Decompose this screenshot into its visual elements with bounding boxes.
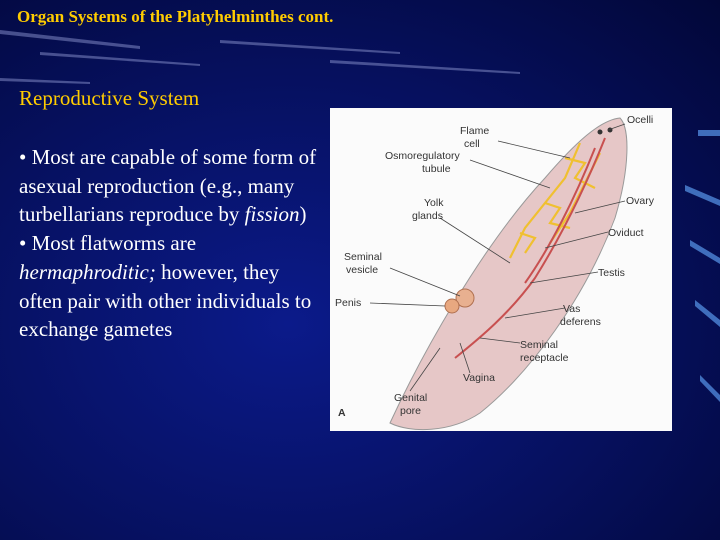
panel-letter: A bbox=[338, 407, 346, 419]
bullet-text: • Most are capable of some form of asexu… bbox=[19, 145, 317, 227]
label-vas-2: deferens bbox=[560, 316, 601, 328]
label-flame-cell: Flame bbox=[460, 125, 489, 137]
label-yolk-2: glands bbox=[412, 210, 443, 222]
label-seminal-vesicle: Seminal bbox=[344, 251, 382, 263]
bullet-text-tail: ) bbox=[299, 202, 307, 227]
slide-title: Organ Systems of the Platyhelminthes con… bbox=[17, 7, 334, 26]
label-seminal-vesicle-2: vesicle bbox=[346, 264, 378, 276]
label-testis: Testis bbox=[598, 267, 625, 279]
penis-shape bbox=[444, 298, 460, 314]
section-heading: Reproductive System bbox=[19, 86, 200, 110]
label-osmoregulatory-2: tubule bbox=[422, 163, 451, 175]
bullet-item: • Most are capable of some form of asexu… bbox=[19, 143, 319, 229]
label-vas: Vas bbox=[563, 303, 580, 315]
label-oviduct: Oviduct bbox=[608, 227, 644, 239]
label-yolk: Yolk bbox=[424, 197, 444, 209]
label-ovary: Ovary bbox=[626, 195, 655, 207]
bullet-emphasis: hermaphroditic; bbox=[19, 259, 156, 284]
reproductive-organs bbox=[454, 137, 606, 359]
bullet-list: • Most are capable of some form of asexu… bbox=[19, 143, 319, 344]
label-penis: Penis bbox=[335, 297, 361, 309]
label-receptacle-2: receptacle bbox=[520, 352, 569, 364]
worm-body bbox=[389, 117, 628, 431]
bullet-item: • Most flatworms are hermaphroditic; how… bbox=[19, 229, 319, 344]
label-genital-pore-2: pore bbox=[400, 405, 421, 417]
flatworm-diagram: Ocelli Flame cell Osmoregulatory tubule … bbox=[330, 108, 672, 431]
seminal-vesicle-shape bbox=[455, 288, 475, 308]
bullet-text: • Most flatworms are bbox=[19, 231, 197, 256]
label-genital-pore: Genital bbox=[394, 392, 427, 404]
label-osmoregulatory: Osmoregulatory bbox=[385, 150, 460, 162]
bullet-emphasis: fission bbox=[244, 202, 300, 227]
label-ocelli: Ocelli bbox=[627, 114, 653, 126]
ocelli-mark bbox=[597, 129, 603, 135]
label-flame-cell-2: cell bbox=[464, 138, 480, 150]
bullet-text-tail: however, they often pair with other indi… bbox=[19, 259, 312, 342]
label-vagina: Vagina bbox=[463, 372, 495, 384]
label-receptacle: Seminal bbox=[520, 339, 558, 351]
